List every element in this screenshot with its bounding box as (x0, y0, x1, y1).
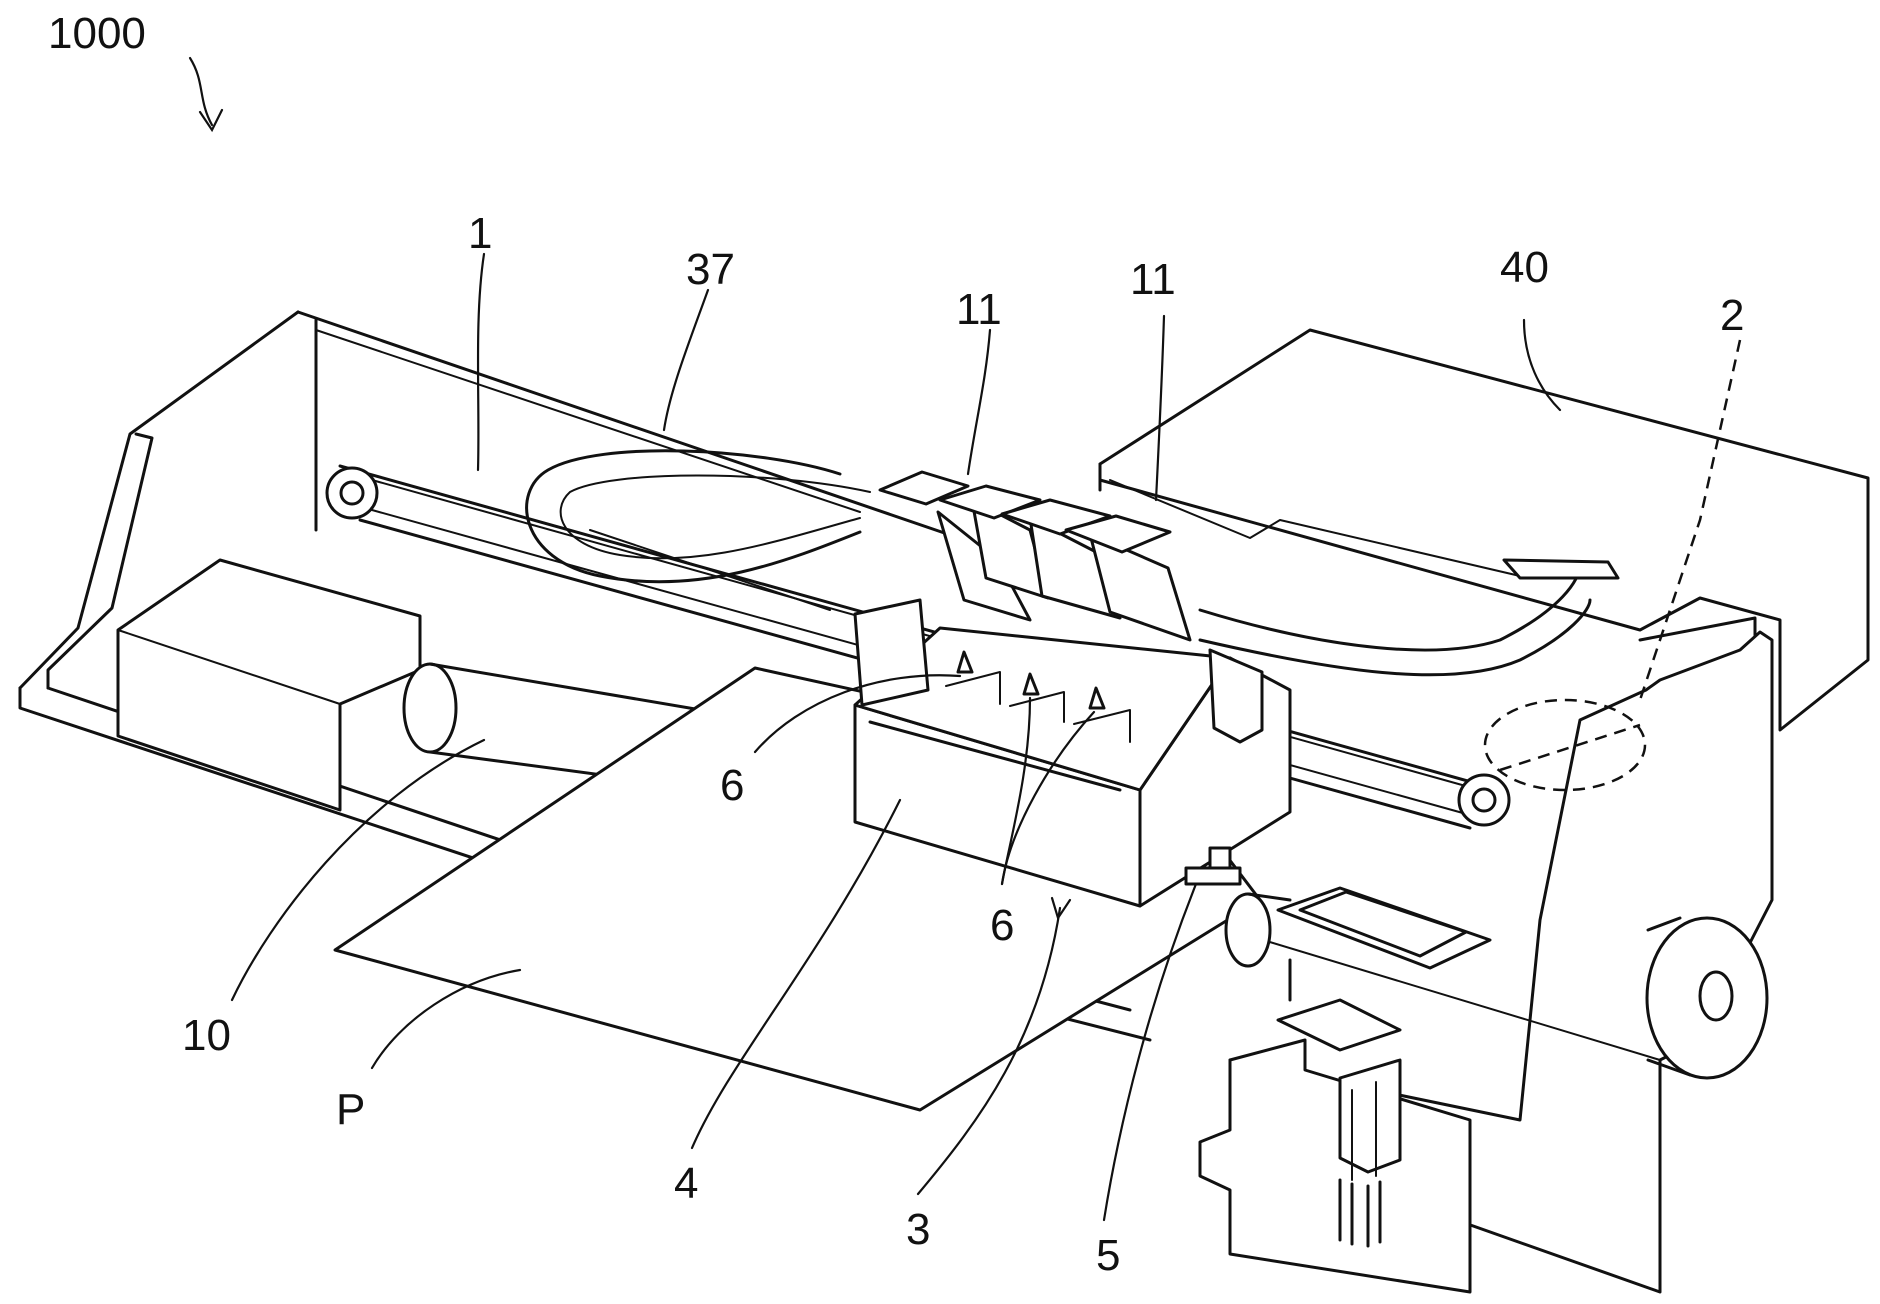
label-11-left: 11 (956, 285, 1002, 334)
ink-needles (945, 650, 1131, 743)
label-2: 2 (1720, 291, 1744, 340)
label-4: 4 (674, 1159, 698, 1208)
label-37: 37 (686, 245, 735, 294)
right-unit (1098, 328, 1870, 732)
label-P: P (336, 1085, 365, 1134)
pump-block (1198, 1038, 1472, 1294)
label-5: 5 (1096, 1231, 1120, 1280)
carriage (853, 598, 1292, 908)
flat-cable (525, 449, 1620, 677)
cap-assembly (1224, 886, 1492, 1052)
label-11-right: 11 (1130, 255, 1176, 304)
reference-labels: 1000 1 37 11 11 40 2 6 6 10 P 4 3 5 (48, 9, 1744, 1280)
label-1000: 1000 (48, 9, 146, 58)
label-3: 3 (906, 1205, 930, 1254)
label-40: 40 (1500, 243, 1549, 292)
right-wheel (1645, 916, 1769, 1080)
left-motor-box (116, 558, 422, 812)
label-10: 10 (182, 1011, 231, 1060)
leader-lines (188, 56, 1562, 1222)
label-6-left: 6 (720, 761, 744, 810)
label-6-center: 6 (990, 901, 1014, 950)
print-head (1184, 846, 1242, 886)
ink-cartridges (878, 470, 1192, 642)
label-1: 1 (468, 209, 492, 258)
pulley-motor-hidden (1483, 339, 1742, 792)
